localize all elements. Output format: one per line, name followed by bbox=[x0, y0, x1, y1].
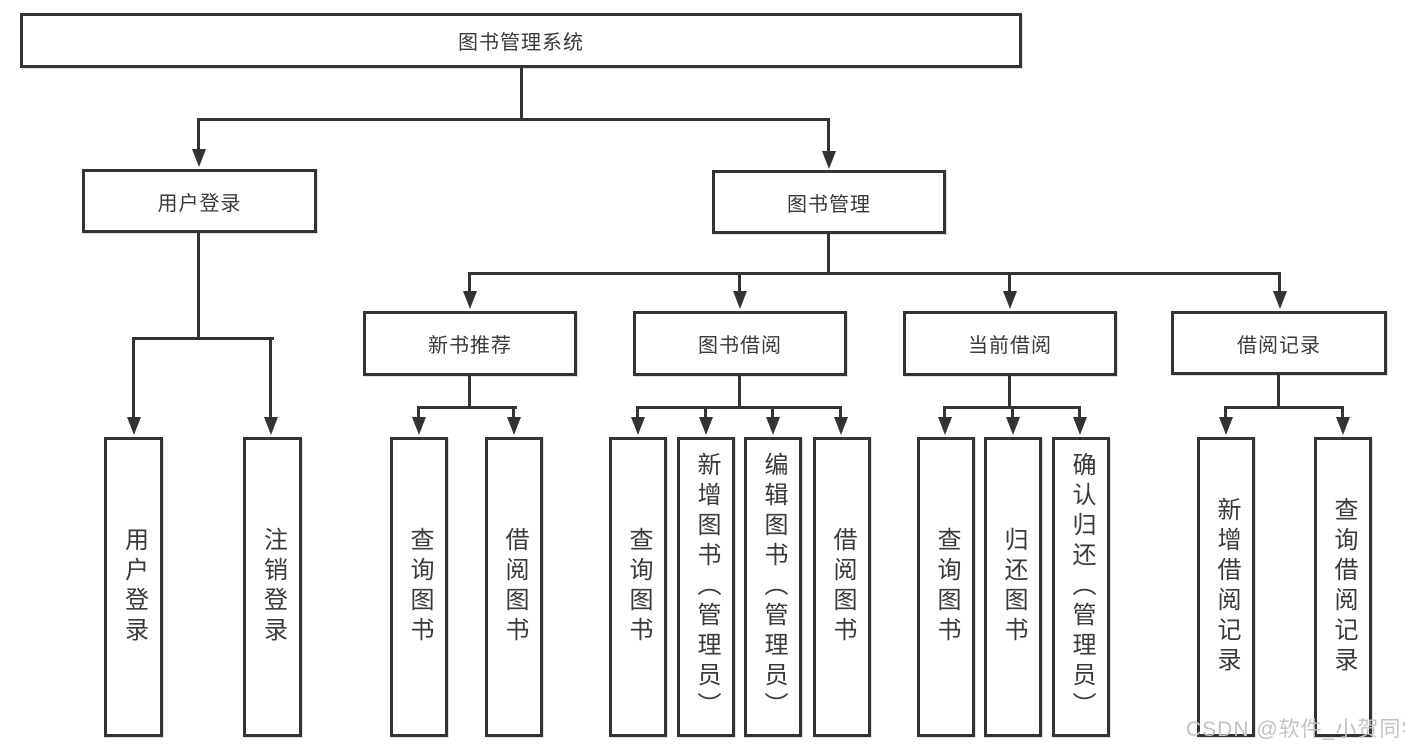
arrow-to-leaf-query-book-3 bbox=[937, 408, 952, 435]
arrow-to-leaf-add-book bbox=[698, 408, 713, 435]
leaf-borrow-book-1: 借阅图书 bbox=[485, 437, 543, 737]
connector-new-book-stem bbox=[468, 375, 471, 408]
arrow-to-leaf-query-book-1 bbox=[411, 408, 426, 435]
node-user-login-label: 用户登录 bbox=[157, 192, 242, 215]
node-book-management: 图书管理 bbox=[712, 170, 946, 234]
arrow-to-leaf-borrow-book-1 bbox=[506, 408, 521, 435]
arrow-to-leaf-query-record bbox=[1335, 408, 1350, 435]
connector-book-borrow-stem bbox=[738, 375, 741, 408]
leaf-borrow-book-1-label: 借阅图书 bbox=[501, 527, 528, 647]
connector-current-borrow-branch bbox=[943, 406, 1081, 409]
leaf-query-borrow-record: 查询借阅记录 bbox=[1314, 437, 1372, 737]
connector-user-login-branch bbox=[132, 337, 274, 340]
node-new-book-recommend-label: 新书推荐 bbox=[428, 335, 512, 357]
leaf-logout-login: 注销登录 bbox=[243, 437, 302, 737]
arrow-to-leaf-add-record bbox=[1218, 408, 1233, 435]
arrow-to-borrow-record bbox=[1272, 275, 1287, 309]
arrow-to-leaf-return-book bbox=[1005, 408, 1020, 435]
leaf-user-login: 用户登录 bbox=[104, 437, 163, 737]
leaf-edit-book-admin-label: 编辑图书（管理员） bbox=[760, 452, 787, 722]
arrow-to-leaf-logout bbox=[263, 339, 278, 435]
node-book-borrow-label: 图书借阅 bbox=[698, 335, 782, 357]
leaf-query-book-3: 查询图书 bbox=[917, 437, 975, 737]
arrow-to-new-book bbox=[462, 275, 477, 309]
leaf-add-borrow-record: 新增借阅记录 bbox=[1197, 437, 1255, 737]
arrow-to-leaf-query-book-2 bbox=[630, 408, 645, 435]
csdn-watermark: CSDN @软件_小贺同学 bbox=[1186, 718, 1405, 741]
node-borrow-record-label: 借阅记录 bbox=[1237, 334, 1321, 357]
connector-current-borrow-stem bbox=[1008, 375, 1011, 408]
node-book-management-label: 图书管理 bbox=[787, 193, 871, 216]
leaf-confirm-return-admin: 确认归还（管理员） bbox=[1052, 437, 1110, 737]
leaf-add-book-admin: 新增图书（管理员） bbox=[677, 437, 735, 737]
leaf-add-borrow-record-label: 新增借阅记录 bbox=[1213, 497, 1240, 677]
arrow-to-leaf-edit-book bbox=[765, 408, 780, 435]
leaf-confirm-return-admin-label: 确认归还（管理员） bbox=[1068, 452, 1095, 722]
leaf-return-book: 归还图书 bbox=[984, 437, 1042, 737]
node-new-book-recommend: 新书推荐 bbox=[363, 311, 577, 376]
arrow-to-leaf-borrow-book-2 bbox=[833, 408, 848, 435]
leaf-query-book-1-label: 查询图书 bbox=[406, 527, 433, 647]
leaf-query-book-3-label: 查询图书 bbox=[933, 527, 960, 647]
leaf-logout-login-label: 注销登录 bbox=[259, 527, 287, 647]
leaf-query-book-1: 查询图书 bbox=[390, 437, 448, 737]
arrow-to-book-borrow bbox=[732, 275, 747, 309]
connector-root-branch bbox=[197, 118, 830, 121]
leaf-add-book-admin-label: 新增图书（管理员） bbox=[693, 452, 720, 722]
node-root-label: 图书管理系统 bbox=[458, 32, 584, 54]
connector-book-management-stem bbox=[827, 233, 830, 275]
connector-new-book-branch bbox=[417, 406, 517, 409]
connector-root-stem bbox=[520, 66, 523, 118]
connector-borrow-record-branch bbox=[1224, 406, 1344, 409]
leaf-edit-book-admin: 编辑图书（管理员） bbox=[744, 437, 802, 737]
arrow-to-current-borrow bbox=[1002, 275, 1017, 309]
leaf-query-book-2-label: 查询图书 bbox=[625, 527, 652, 647]
connector-book-management-branch bbox=[468, 272, 1281, 275]
connector-user-login-stem bbox=[197, 232, 200, 340]
leaf-return-book-label: 归还图书 bbox=[1000, 527, 1027, 647]
arrow-to-user-login bbox=[191, 120, 206, 167]
arrow-to-leaf-confirm-return bbox=[1072, 408, 1087, 435]
node-current-borrow: 当前借阅 bbox=[903, 311, 1117, 376]
node-current-borrow-label: 当前借阅 bbox=[968, 335, 1052, 357]
leaf-borrow-book-2: 借阅图书 bbox=[813, 437, 871, 737]
leaf-borrow-book-2-label: 借阅图书 bbox=[829, 527, 856, 647]
connector-borrow-record-stem bbox=[1277, 374, 1280, 408]
arrow-to-book-management bbox=[821, 120, 836, 169]
node-user-login: 用户登录 bbox=[82, 169, 317, 233]
leaf-query-borrow-record-label: 查询借阅记录 bbox=[1330, 497, 1357, 677]
node-borrow-record: 借阅记录 bbox=[1171, 311, 1387, 375]
leaf-user-login-label: 用户登录 bbox=[120, 527, 148, 647]
leaf-query-book-2: 查询图书 bbox=[609, 437, 667, 737]
arrow-to-leaf-user-login bbox=[126, 339, 141, 435]
connector-book-borrow-branch bbox=[636, 406, 842, 409]
node-book-borrow: 图书借阅 bbox=[633, 311, 847, 376]
node-root: 图书管理系统 bbox=[20, 13, 1022, 68]
